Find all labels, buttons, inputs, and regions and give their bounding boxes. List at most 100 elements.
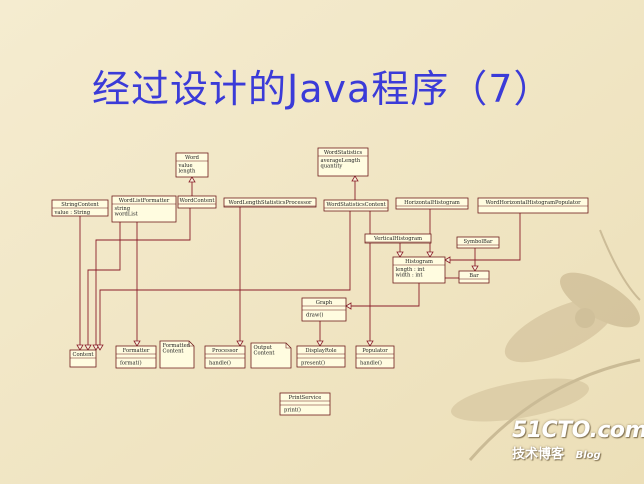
uml-class-box (111, 195, 177, 223)
uml-class-box (175, 152, 209, 178)
uml-attribute: string (115, 206, 131, 212)
uml-note-text: Output (254, 345, 273, 351)
uml-class-name: StringContent (61, 202, 99, 208)
uml-class-box (69, 349, 97, 368)
uml-operation: draw() (306, 312, 323, 319)
uml-class-name: SymbolBar (464, 239, 493, 245)
uml-class-box (392, 256, 446, 284)
uml-note-fold (188, 341, 194, 347)
uml-class-box (477, 197, 589, 214)
uml-class-box (317, 147, 369, 177)
uml-class-name: WordContent (180, 198, 216, 204)
uml-class-name: Formatter (123, 348, 150, 354)
uml-attribute: quantity (321, 164, 343, 170)
uml-note-box (250, 342, 292, 369)
uml-operation: format() (120, 360, 142, 367)
uml-class-populator: Populator handle() (355, 345, 395, 369)
watermark: 51CTO.com 技术博客 Blog (512, 418, 644, 462)
uml-class-name: WordLengthStatisticsProcessor (229, 200, 312, 206)
arrowhead (351, 175, 359, 182)
uml-class-box (458, 270, 490, 284)
uml-class-wordstatisticscontent: WordStatisticsContent (323, 199, 389, 212)
arrowhead (96, 344, 104, 351)
uml-attribute: wordList (115, 212, 139, 218)
arrowhead (471, 265, 479, 272)
uml-operation: handle() (360, 360, 382, 367)
arrowhead (84, 344, 92, 351)
uml-classes: WordvaluelengthWordStatisticsaverageLeng… (51, 147, 589, 416)
uml-class-name: Histogram (405, 259, 433, 265)
uml-class-box (279, 392, 331, 416)
arrowhead (345, 302, 352, 310)
uml-class-box (301, 297, 347, 322)
arrowhead (366, 340, 374, 347)
uml-class-name: Populator (362, 348, 388, 354)
arrowhead (133, 340, 141, 347)
uml-class-box (296, 345, 346, 368)
arrowhead (316, 340, 324, 347)
uml-note-text: Content (163, 348, 185, 354)
uml-class-box (177, 195, 217, 209)
uml-class-box (204, 345, 246, 369)
uml-attribute: averageLength (321, 158, 361, 164)
uml-class-horizontalhistogram: HorizontalHistogram (395, 197, 469, 210)
uml-class-name: Processor (212, 348, 239, 354)
watermark-blog: Blog (575, 450, 601, 461)
uml-class-name: WordHorizontalHistogramPopulator (485, 200, 581, 206)
uml-operation: print() (284, 407, 301, 414)
uml-note-fold (285, 343, 291, 349)
uml-class-name: Bar (469, 273, 479, 279)
uml-class-processor: Processor handle() (204, 345, 246, 369)
association-line (445, 213, 521, 261)
uml-class-name: WordStatistics (324, 150, 363, 156)
arrowhead (236, 340, 244, 347)
uml-attribute: value (178, 163, 193, 169)
uml-attribute: value : String (54, 210, 91, 216)
uml-class-wordlengthprocessor: WordLengthStatisticsProcessor (223, 197, 317, 208)
uml-class-box (223, 197, 317, 208)
uml-class-name: Word (185, 155, 200, 161)
uml-class-name: WordListFormatter (119, 198, 170, 204)
uml-class-name: DisplayRole (305, 348, 336, 354)
uml-class-stringcontent: StringContent value : String (51, 199, 109, 217)
uml-class-wordcontent: WordContent (177, 195, 217, 209)
arrowhead (188, 176, 196, 183)
uml-class-box (364, 233, 432, 244)
uml-class-bar: Bar (458, 270, 490, 284)
uml-class-name: Graph (316, 300, 333, 306)
uml-class-name: PrintService (289, 395, 322, 401)
uml-class-symbolbar: SymbolBar (456, 236, 500, 249)
association-line (87, 222, 121, 350)
arrowhead (76, 344, 84, 351)
uml-class-name: Content (72, 352, 94, 358)
uml-connectors (76, 175, 521, 351)
uml-note-box (159, 340, 195, 369)
uml-attribute: width : int (396, 273, 424, 279)
uml-note-text: Content (254, 350, 276, 356)
watermark-subtitle: 技术博客 (512, 447, 565, 462)
uml-class-box (395, 197, 469, 210)
arrowhead (396, 251, 404, 258)
arrowhead (444, 256, 451, 264)
uml-attribute: length : int (396, 267, 426, 273)
association-line (99, 211, 351, 350)
slide-title: 经过设计的Java程序（7） (92, 67, 553, 111)
uml-class-graph: Graph draw() (301, 297, 347, 322)
uml-operation: handle() (209, 360, 231, 367)
uml-class-name: WordStatisticsContent (326, 202, 386, 208)
watermark-logo: 51CTO.com (512, 418, 644, 443)
uml-class-name: VerticalHistogram (373, 236, 422, 242)
ink-flower-decoration (450, 229, 641, 461)
uml-class-name: HorizontalHistogram (404, 200, 460, 206)
association-line (95, 208, 191, 350)
uml-class-content: Content (69, 349, 97, 368)
